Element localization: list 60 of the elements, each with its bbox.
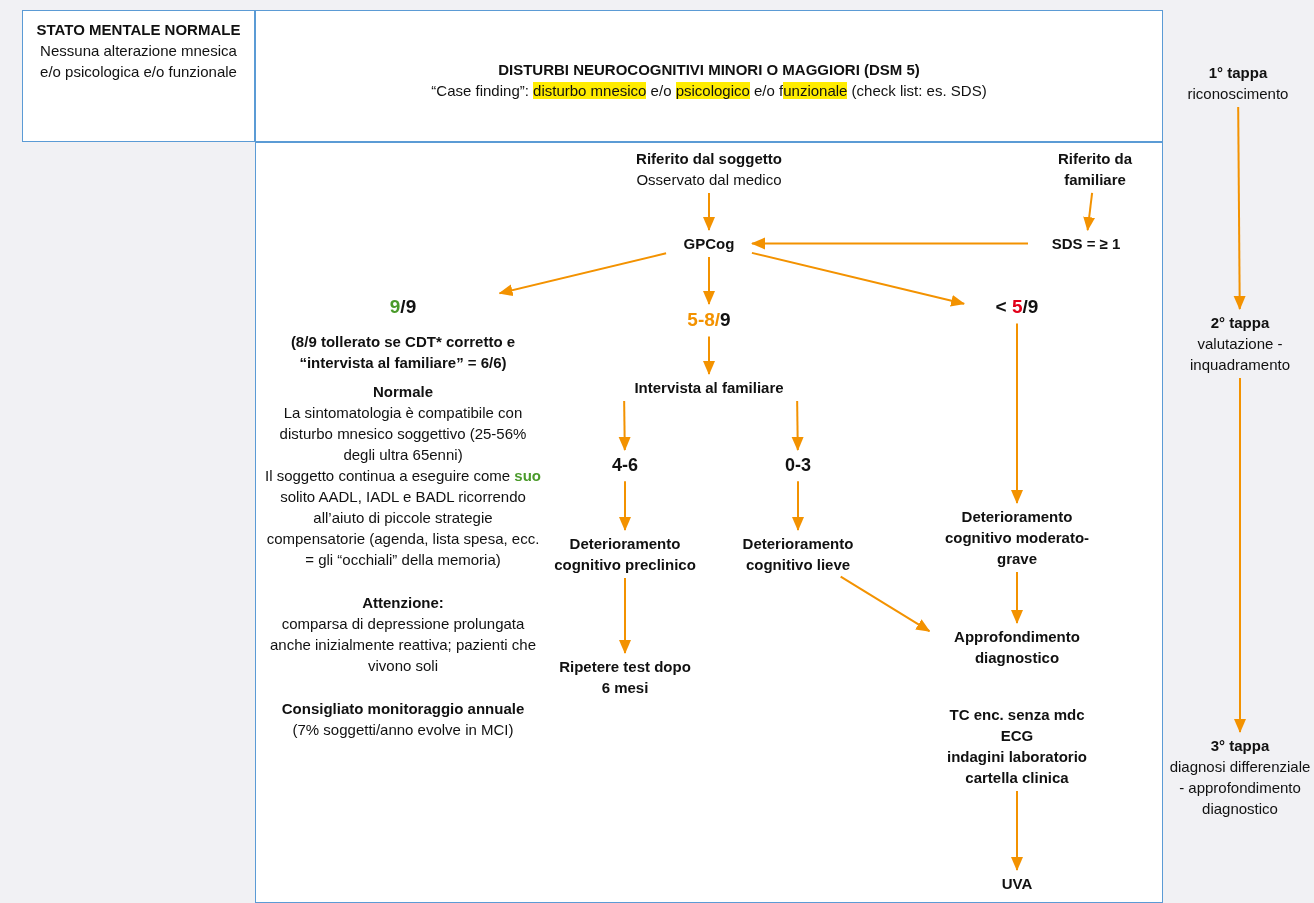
- step-label: Intervista al familiare: [633, 378, 785, 398]
- arrow: [703, 335, 715, 375]
- warning-heading: Attenzione:: [361, 592, 445, 613]
- exam-item: cartella clinica: [964, 768, 1070, 788]
- header-cell: [255, 10, 1163, 142]
- score-range-label: 0-3: [784, 454, 812, 477]
- arrow: [791, 400, 804, 451]
- score-label: 9/9: [388, 295, 418, 319]
- stage-description: diagnosi differenziale - approfondimento diagnostico: [1168, 757, 1312, 819]
- arrow: [792, 480, 804, 531]
- stage-description: riconoscimento: [1186, 84, 1290, 104]
- arrow: [619, 480, 631, 531]
- flowchart-panel: [255, 142, 1163, 903]
- header-cell: [22, 10, 255, 142]
- score-range-label: 4-6: [611, 454, 639, 477]
- arrow: [1011, 322, 1023, 504]
- recommendation-note: (7% soggetti/anno evolve in MCI): [291, 719, 515, 740]
- tolerance-note: (8/9 tollerato se CDT* corretto e “intervista al familiare” = 6/6): [289, 331, 517, 373]
- outcome-description: Il soggetto continua a eseguire come suo solito AADL, IADL e BADL ricorrendo all’aiuto di piccole strategie compensatorie (agenda, lista spesa, ecc. = gli “occhiali” della memoria): [265, 465, 541, 570]
- warning-text: comparsa di depressione prolungata anche inizialmente reattiva; pazienti che vivono soli: [269, 613, 537, 676]
- stage-heading: 3° tappa: [1209, 736, 1271, 756]
- arrow: [1083, 192, 1096, 231]
- source-label: Osservato dal medico: [635, 170, 783, 190]
- source-label: Riferito da familiare: [1056, 149, 1134, 190]
- panel-heading: DISTURBI NEUROCOGNITIVI MINORI O MAGGIORI (DSM 5): [497, 60, 921, 80]
- score-threshold-label: SDS = ≥ 1: [1050, 234, 1122, 254]
- column-heading: STATO MENTALE NORMALE: [35, 20, 242, 40]
- source-label: Riferito dal soggetto: [635, 149, 783, 169]
- outcome-label: Deterioramento cognitivo preclinico: [553, 534, 697, 575]
- arrow: [498, 252, 668, 297]
- arrow: [751, 237, 1029, 250]
- test-label: GPCog: [682, 234, 736, 254]
- arrow: [619, 577, 631, 654]
- exam-item: ECG: [999, 726, 1035, 746]
- referral-label: UVA: [1000, 874, 1034, 894]
- outcome-label: Deterioramento cognitivo moderato-grave: [943, 507, 1091, 569]
- stage-heading: 2° tappa: [1209, 313, 1271, 333]
- exam-item: indagini laboratorio: [946, 747, 1088, 767]
- case-finding-text: “Case finding”: disturbo mnesico e/o psicologico e/o funzionale (check list: es. SDS): [430, 81, 988, 101]
- arrow: [703, 256, 715, 305]
- outcome-heading: Normale: [372, 381, 434, 402]
- column-description: Nessuna alterazione mnesica e/o psicologica e/o funzionale: [39, 41, 238, 82]
- arrow: [1234, 377, 1246, 733]
- score-label: < 5/9: [994, 295, 1040, 319]
- arrow: [703, 192, 715, 231]
- arrow: [618, 400, 631, 451]
- score-label: 5-8/9: [686, 308, 732, 332]
- arrow: [839, 575, 931, 633]
- arrow: [1011, 571, 1023, 624]
- recommendation-heading: Consigliato monitoraggio annuale: [280, 698, 526, 719]
- stage-description: valutazione - inquadramento: [1188, 334, 1292, 375]
- exam-item: TC enc. senza mdc: [948, 705, 1086, 725]
- stage-heading: 1° tappa: [1207, 63, 1269, 83]
- action-label: Ripetere test dopo 6 mesi: [558, 657, 692, 698]
- arrow: [750, 251, 966, 307]
- outcome-description: La sintomatologia è compatibile con disturbo mnesico soggettivo (25-56% degli ultra 65enni): [278, 402, 528, 465]
- arrow: [1233, 106, 1246, 310]
- arrow: [1011, 790, 1023, 871]
- outcome-label: Deterioramento cognitivo lieve: [741, 534, 855, 575]
- step-label: Approfondimento diagnostico: [953, 627, 1081, 668]
